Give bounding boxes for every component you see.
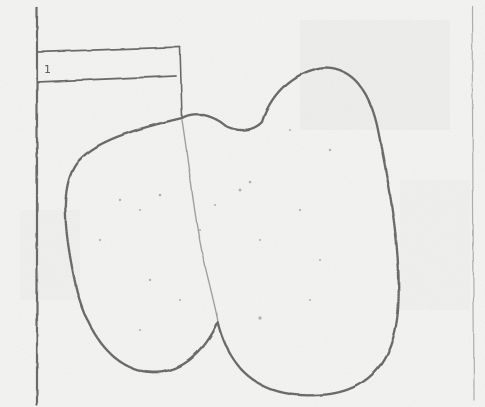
mark-label: 1: [44, 64, 51, 75]
